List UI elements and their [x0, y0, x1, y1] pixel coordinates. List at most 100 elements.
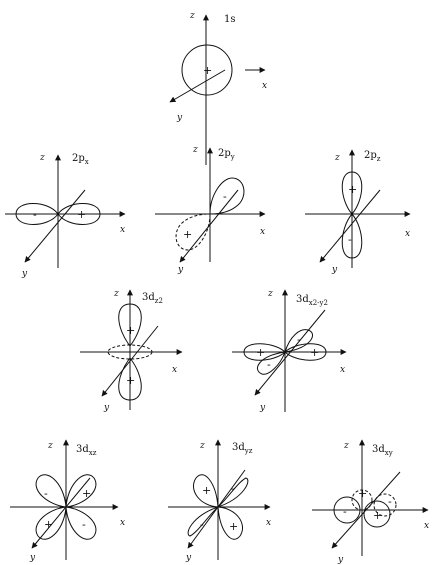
sign-plus: + — [348, 183, 357, 196]
z-label: z — [334, 153, 340, 163]
orbital-title: 2pz — [364, 150, 381, 163]
y-axis — [31, 477, 91, 549]
orbital-title: 3dxy — [372, 444, 393, 457]
s-lobe — [181, 44, 233, 96]
lobe-top-plus — [118, 303, 142, 347]
orbital-2py: z x y 2py - + — [155, 145, 266, 275]
lobe-tl — [193, 474, 219, 508]
z-label: z — [47, 441, 53, 451]
y-axis — [101, 325, 159, 397]
lobe-y-back — [284, 329, 313, 353]
x-label: x — [424, 521, 429, 531]
z-label: z — [113, 289, 119, 299]
orbital-3dxy: z x y 3dxy + - + - — [312, 439, 429, 565]
sign-minus: - — [223, 190, 227, 203]
lobe-y-front — [257, 351, 286, 375]
sign-bl: + — [44, 518, 53, 531]
sign-left: - — [343, 505, 347, 518]
lobe-plus — [341, 171, 363, 215]
sign-top-plus: + — [126, 324, 135, 337]
y-label: y — [21, 269, 28, 279]
x-label: x — [172, 365, 177, 375]
lobe-bottom-plus — [118, 357, 142, 401]
lobe-minus — [209, 177, 245, 215]
sign-minus: - — [348, 233, 352, 246]
z-label: z — [199, 441, 205, 451]
y-axis — [319, 189, 381, 263]
y-label: y — [259, 403, 266, 413]
orbital-3dyz: z x y 3dyz + - - + — [168, 439, 271, 563]
sign-tr: - — [231, 482, 235, 495]
y-label: y — [176, 113, 183, 123]
y-axis — [331, 471, 401, 549]
sign-y-front: - — [267, 358, 271, 371]
lobe-bl — [35, 506, 67, 540]
x-label: x — [260, 227, 265, 237]
lobe-right-back — [373, 493, 397, 517]
sign-tr: + — [82, 487, 91, 500]
lobe-tr — [65, 474, 97, 508]
z-label: z — [192, 145, 198, 155]
sign-br: + — [229, 520, 238, 533]
sign-back: + — [358, 487, 367, 500]
sign-front: + — [373, 509, 382, 522]
y-label: y — [337, 555, 344, 565]
x-label: x — [120, 225, 125, 235]
lobe-tl — [35, 474, 67, 508]
y-label: y — [29, 553, 36, 563]
z-label: z — [189, 11, 195, 21]
lobe-minus — [15, 203, 59, 225]
sign-br: - — [82, 518, 86, 531]
y-label: y — [103, 403, 110, 413]
x-label: x — [405, 229, 410, 239]
torus-minus — [107, 344, 153, 360]
sign-plus: + — [77, 208, 86, 221]
lobe-br — [217, 506, 243, 540]
x-label: x — [262, 81, 267, 91]
y-axis — [254, 309, 326, 396]
x-label: x — [340, 365, 345, 375]
orbital-title: 3dyz — [232, 442, 253, 455]
orbital-title: 3dxz — [76, 444, 97, 457]
sign-bottom-plus: + — [126, 374, 135, 387]
z-label: z — [343, 441, 349, 451]
orbital-title: 2px — [72, 153, 89, 166]
sign-tl: + — [202, 484, 211, 497]
sign-y-back: - — [297, 333, 301, 346]
orbital-title: 3dz2 — [142, 292, 163, 305]
orbital-title: 1s — [224, 14, 236, 25]
orbital-title: 2py — [218, 148, 235, 161]
lobe-plus — [57, 203, 101, 225]
lobe-tr — [217, 477, 249, 508]
orbital-3dz2: z x y 3dz2 + - + — [80, 289, 183, 413]
lobe-x-neg — [243, 343, 286, 361]
y-label: y — [185, 553, 192, 563]
orbital-1s: z x y 1s + — [169, 11, 267, 165]
lobe-back — [351, 489, 373, 511]
y-axis — [179, 189, 239, 263]
sign-minus: - — [33, 208, 37, 221]
sign-plus: + — [203, 64, 212, 77]
lobe-front — [363, 500, 391, 528]
sign-x-pos: + — [310, 346, 319, 359]
z-label: z — [39, 153, 45, 163]
x-label: x — [266, 518, 271, 528]
orbital-title: 3dx2-y2 — [296, 294, 328, 307]
sign-x-neg: + — [256, 346, 265, 359]
orbital-3dx2-y2: z x y 3dx2-y2 + - - + — [232, 289, 347, 413]
sign-right: - — [388, 495, 392, 508]
x-label: x — [120, 518, 125, 528]
orbital-3dxz: z x y 3dxz - + + - — [10, 439, 125, 563]
y-label: y — [177, 265, 184, 275]
y-label: y — [331, 265, 338, 275]
orbital-2px: z x y 2px - + — [5, 153, 126, 279]
sign-plus: + — [183, 228, 192, 241]
sign-ring-minus: - — [116, 345, 120, 358]
sign-tl: - — [44, 487, 48, 500]
y-axis — [24, 189, 86, 263]
lobe-br — [65, 506, 97, 540]
lobe-bl — [187, 506, 219, 537]
z-label: z — [267, 289, 273, 299]
y-axis — [169, 69, 226, 103]
